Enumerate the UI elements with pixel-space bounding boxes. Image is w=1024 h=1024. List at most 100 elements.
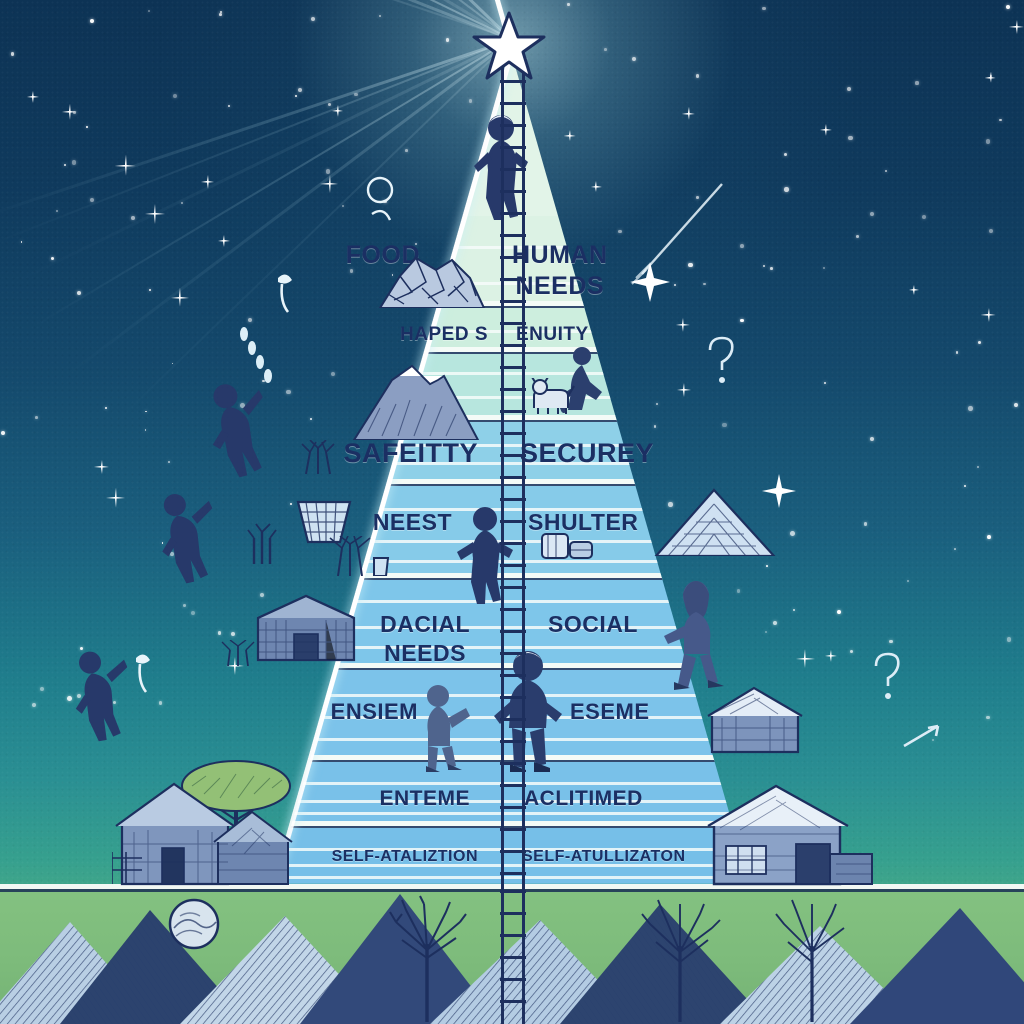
band-guide-line bbox=[274, 462, 750, 465]
ladder-rung bbox=[500, 212, 526, 215]
band-separator bbox=[274, 479, 750, 486]
house-icon bbox=[707, 686, 803, 754]
ladder-rung bbox=[500, 520, 526, 523]
band-9-right-label: SELF-ATULLIZATON bbox=[522, 848, 686, 865]
climbing-figure-icon bbox=[162, 494, 213, 584]
ladder-rung bbox=[500, 58, 526, 61]
ladder-rung bbox=[500, 542, 526, 545]
ladder-rung bbox=[500, 696, 526, 699]
ladder-rung bbox=[500, 806, 526, 809]
band-guide-line bbox=[274, 444, 750, 447]
ladder-rung bbox=[500, 956, 526, 959]
ladder-rung bbox=[500, 234, 526, 237]
plant-sprig-icon bbox=[247, 523, 277, 564]
ladder-rung bbox=[500, 344, 526, 347]
plant-sprig-icon bbox=[301, 440, 335, 474]
ladder-rung bbox=[500, 432, 526, 435]
band-guide-line bbox=[274, 330, 750, 333]
ladder-rung bbox=[500, 850, 526, 853]
band-5-right-label: SHULTER bbox=[528, 509, 639, 535]
band-guide-line bbox=[274, 864, 750, 867]
band-guide-line bbox=[274, 800, 750, 803]
village-houses-icon bbox=[112, 782, 293, 886]
climbing-figure-icon bbox=[75, 651, 128, 742]
ladder-rung bbox=[500, 912, 526, 915]
band-6-right-label: SOCIAL bbox=[548, 611, 638, 637]
ladder-rung bbox=[500, 300, 526, 303]
ladder-rung bbox=[500, 454, 526, 457]
band-separator bbox=[274, 301, 750, 308]
ladder-rail-left bbox=[501, 884, 504, 1024]
ladder-rung bbox=[500, 498, 526, 501]
ladder-rail-left bbox=[501, 52, 504, 892]
standing-figure-icon bbox=[494, 651, 562, 772]
ladder-rung bbox=[500, 168, 526, 171]
band-guide-line bbox=[274, 646, 750, 649]
climbing-figure-icon bbox=[212, 384, 263, 478]
band-separator bbox=[274, 573, 750, 580]
ladder-rung bbox=[500, 978, 526, 981]
ladder-rung bbox=[500, 80, 526, 83]
ladder-rung bbox=[500, 718, 526, 721]
band-1-left-label: FOOD bbox=[345, 241, 420, 269]
ladder-rung bbox=[500, 410, 526, 413]
ladder-rung bbox=[500, 740, 526, 743]
band-separator bbox=[274, 347, 750, 354]
ladder-icon bbox=[497, 52, 529, 892]
band-7-left-label: ENSIEM bbox=[330, 699, 418, 724]
tree-icon bbox=[181, 760, 291, 856]
plant-sprig-icon bbox=[221, 640, 255, 666]
band-separator bbox=[274, 821, 750, 828]
ladder-rung bbox=[500, 564, 526, 567]
band-8-right-label: ACLITIMED bbox=[524, 787, 643, 810]
band-4-right-label: SECUREY bbox=[520, 438, 655, 468]
walking-woman-icon bbox=[664, 581, 724, 690]
ladder-rung bbox=[500, 934, 526, 937]
band-2-right-label: ENUITY bbox=[516, 324, 589, 345]
band-guide-line bbox=[274, 540, 750, 543]
ladder-rung bbox=[500, 890, 526, 893]
band-guide-line bbox=[274, 738, 750, 741]
band-guide-line bbox=[274, 782, 750, 785]
band-5-left-label: NEEST bbox=[372, 509, 452, 535]
band-separator bbox=[274, 663, 750, 670]
ladder-rung bbox=[500, 124, 526, 127]
ladder-rung bbox=[500, 146, 526, 149]
ladder-rail-right bbox=[522, 52, 525, 892]
band-8-left-label: ENTEME bbox=[379, 787, 470, 810]
mountain-range-icon bbox=[0, 894, 1024, 1024]
ladder-rung bbox=[500, 762, 526, 765]
ladder-rail-right bbox=[522, 884, 525, 1024]
band-guide-line bbox=[274, 848, 750, 851]
ladder-rung bbox=[500, 652, 526, 655]
child-reading-icon bbox=[426, 685, 470, 772]
ladder-rung bbox=[500, 828, 526, 831]
band-guide-line bbox=[274, 600, 750, 603]
band-guide-line bbox=[274, 282, 750, 285]
band-9-left-label: SELF-ATALIZTION bbox=[331, 848, 478, 865]
ladder-rung bbox=[500, 608, 526, 611]
ground-horizon-line bbox=[0, 884, 1024, 889]
band-guide-line bbox=[274, 246, 750, 249]
band-2-left-label: HAPED S bbox=[400, 324, 488, 345]
ladder-icon-ground bbox=[497, 884, 529, 1024]
basket-icon bbox=[296, 500, 352, 544]
band-7-right-label: ESEME bbox=[570, 699, 650, 724]
pyramid-left-edge bbox=[274, 0, 512, 44]
ladder-rung bbox=[500, 586, 526, 589]
ladder-rung bbox=[500, 674, 526, 677]
band-guide-line bbox=[274, 626, 750, 629]
ladder-rung bbox=[500, 366, 526, 369]
ladder-rung bbox=[500, 388, 526, 391]
tent-icon bbox=[654, 488, 776, 556]
ladder-rung bbox=[500, 190, 526, 193]
band-guide-line bbox=[274, 508, 750, 511]
band-4-left-label: SAFEITTY bbox=[343, 438, 478, 468]
band-guide-line bbox=[274, 372, 750, 375]
ladder-rung bbox=[500, 476, 526, 479]
ladder-rung bbox=[500, 630, 526, 633]
ladder-rung bbox=[500, 784, 526, 787]
